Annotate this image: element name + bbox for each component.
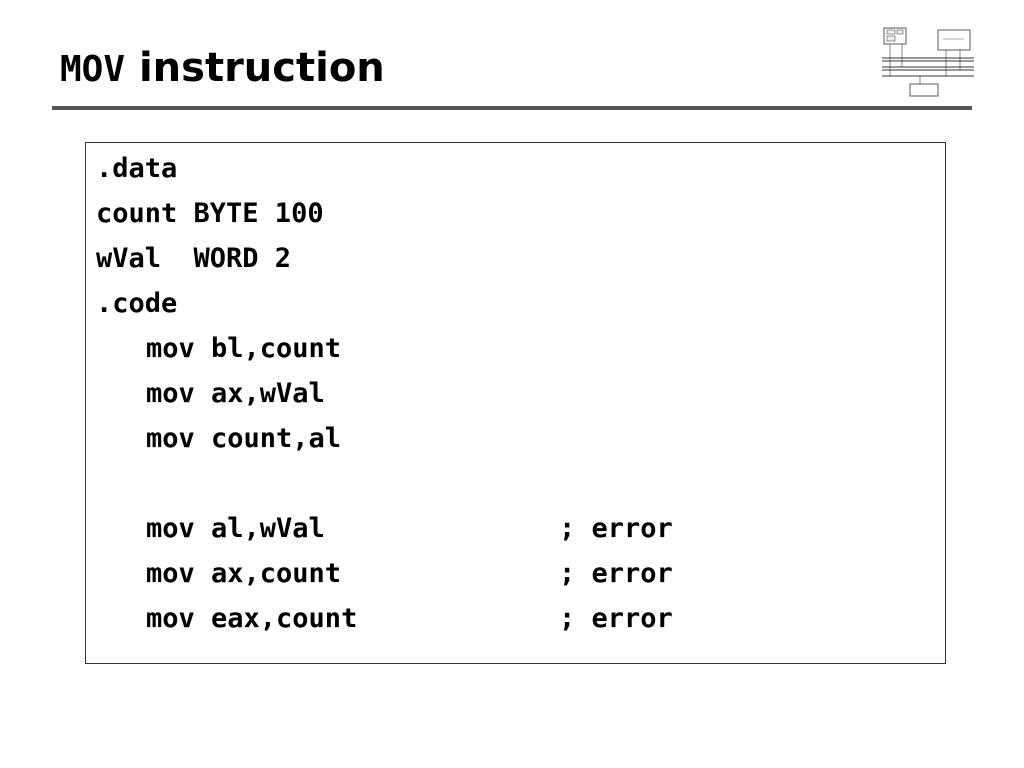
- slide-title-code: MOV: [60, 49, 126, 90]
- title-divider: [52, 106, 972, 110]
- code-listing: .data count BYTE 100 wVal WORD 2 .code m…: [85, 142, 946, 664]
- error-comment: ; error: [559, 513, 673, 544]
- code-line-count-declaration: count BYTE 100: [96, 198, 324, 229]
- code-line-mov-count-al: mov count,al: [146, 423, 342, 454]
- computer-architecture-diagram-icon: [882, 27, 974, 97]
- code-line-data-directive: .data: [96, 153, 178, 184]
- code-line-error-mov-eax-count: mov eax,count: [146, 603, 358, 634]
- error-comment: ; error: [559, 603, 673, 634]
- code-line-error-mov-al-wval: mov al,wVal: [146, 513, 325, 544]
- code-line-error-mov-ax-count: mov ax,count: [146, 558, 342, 589]
- code-line-wval-declaration: wVal WORD 2: [96, 243, 292, 274]
- code-line-mov-ax-wval: mov ax,wVal: [146, 378, 325, 409]
- code-line-code-directive: .code: [96, 288, 178, 319]
- slide-title: MOV instruction: [60, 40, 385, 96]
- error-comment: ; error: [559, 558, 673, 589]
- code-line-mov-bl-count: mov bl,count: [146, 333, 342, 364]
- slide-title-text: instruction: [125, 45, 385, 91]
